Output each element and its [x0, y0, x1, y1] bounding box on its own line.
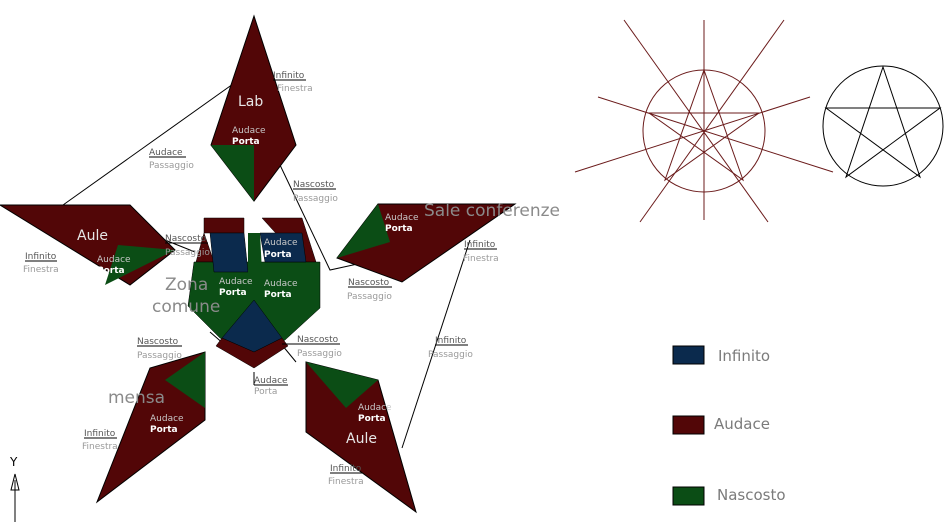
ann-mensa-infinito: Infinito: [84, 429, 116, 439]
label-porta: Porta: [264, 290, 292, 300]
ann-center-audace: Audace: [254, 376, 288, 386]
room-aule-left-door: [105, 245, 175, 285]
ann-nascosto-lab: Audace: [149, 148, 183, 158]
label-porta: Porta: [219, 288, 247, 298]
room-mensa-door: [165, 352, 205, 408]
ann-center-nascosto: Nascosto: [165, 234, 207, 244]
label-porta: Porta: [97, 266, 125, 276]
room-aule-left-title: Aule: [77, 228, 108, 244]
star-circle-2: [822, 65, 944, 187]
y-axis-marker: Y: [9, 455, 20, 522]
ann-aule-b-finestra: Finestra: [328, 477, 364, 487]
line-lab-to-aule: [62, 83, 234, 206]
label-porta: Porta: [385, 224, 413, 234]
ann-center-porta: Porta: [254, 387, 277, 397]
label-audace: Audace: [358, 403, 392, 413]
ann-passaggio-lab: Passaggio: [149, 161, 194, 171]
room-aule-bottom-door: [306, 362, 378, 408]
room-aule-left[interactable]: Aule Audace Porta: [0, 204, 176, 286]
legend-label-infinito: Infinito: [718, 347, 770, 365]
ann-aule-nascosto: Nascosto: [297, 335, 339, 345]
zona-infinito-left: [209, 232, 249, 273]
room-lab-door: [211, 145, 254, 201]
ray-2: [639, 19, 785, 223]
ray-1: [623, 19, 769, 223]
ann-aule-infinito: Infinito: [25, 252, 57, 262]
star-diagram-plain: [822, 65, 944, 187]
ann-mensa-finestra: Finestra: [82, 442, 118, 452]
room-mensa[interactable]: mensa Audace Porta: [95, 351, 206, 504]
legend-swatch-nascosto: [672, 486, 705, 506]
ray-4: [597, 96, 834, 173]
room-sale-conferenze[interactable]: Audace Porta Sale conferenze: [336, 201, 560, 283]
legend: Infinito Audace Nascosto: [672, 345, 786, 506]
line-aule-to-center-2: [164, 239, 196, 253]
ann-center-passaggio: Passaggio: [165, 248, 210, 258]
ann-mensa-passaggio: Passaggio: [137, 351, 182, 361]
ann-sale-infinito: Infinito: [464, 240, 496, 250]
ann-lab-finestra: Finestra: [277, 84, 313, 94]
ann-sale-nascosto: Nascosto: [348, 278, 390, 288]
room-sale-door: [337, 204, 390, 258]
room-lab-title: Lab: [238, 94, 263, 110]
ann-aule-passaggio: Passaggio: [297, 349, 342, 359]
ann-mensa-nascosto: Nascosto: [137, 337, 179, 347]
star-diagram-rays: [574, 19, 834, 223]
room-aule-bottom-title: Aule: [346, 431, 377, 447]
label-porta: Porta: [232, 137, 260, 147]
legend-swatch-infinito: [672, 345, 705, 365]
ray-5: [574, 96, 811, 173]
label-porta: Porta: [150, 425, 178, 435]
label-audace: Audace: [97, 255, 131, 265]
legend-label-audace: Audace: [714, 415, 770, 433]
room-lab[interactable]: Lab Audace Porta: [210, 14, 297, 202]
ann-right-infinito: Infinito: [435, 336, 467, 346]
pentagram-2: [824, 65, 942, 179]
room-aule-bottom[interactable]: Audace Porta Aule: [305, 361, 417, 514]
ann-lab-infinito: Infinito: [273, 71, 305, 81]
zona-audace-tl: [203, 217, 245, 234]
label-porta: Porta: [358, 414, 386, 424]
label-audace: Audace: [150, 414, 184, 424]
room-mensa-title: mensa: [108, 388, 165, 408]
label-porta: Porta: [264, 250, 292, 260]
room-sale-title: Sale conferenze: [424, 201, 560, 221]
ann-aule-b-infinito: Infinito: [330, 464, 362, 474]
room-zona-comune[interactable]: Zona comune Audace Porta Audace Porta Au…: [152, 217, 321, 369]
ann-right-passaggio: Passaggio: [428, 350, 473, 360]
label-audace: Audace: [232, 126, 266, 136]
label-audace: Audace: [219, 277, 253, 287]
zona-audace-bottom: [215, 337, 289, 369]
line-aule-to-sale: [401, 239, 471, 449]
ann-aule-finestra: Finestra: [23, 265, 59, 275]
zona-title-1: Zona: [165, 275, 208, 295]
zona-nascosto-mid: [248, 233, 262, 272]
ann-sale-finestra: Finestra: [463, 254, 499, 264]
y-axis-arrow-icon: [10, 473, 20, 491]
legend-swatch-audace: [672, 415, 705, 435]
ann-passaggio-right: Passaggio: [293, 194, 338, 204]
annotations: Infinito Finestra Audace Passaggio Nasco…: [23, 71, 499, 487]
ann-sale-passaggio: Passaggio: [347, 292, 392, 302]
label-audace: Audace: [264, 279, 298, 289]
label-audace: Audace: [385, 213, 419, 223]
zona-infinito-right: [259, 232, 307, 263]
y-axis-label: Y: [9, 455, 18, 469]
zona-title-2: comune: [152, 297, 220, 317]
label-audace: Audace: [264, 238, 298, 248]
legend-label-nascosto: Nascosto: [717, 486, 786, 504]
ann-nascosto-right: Nascosto: [293, 180, 335, 190]
